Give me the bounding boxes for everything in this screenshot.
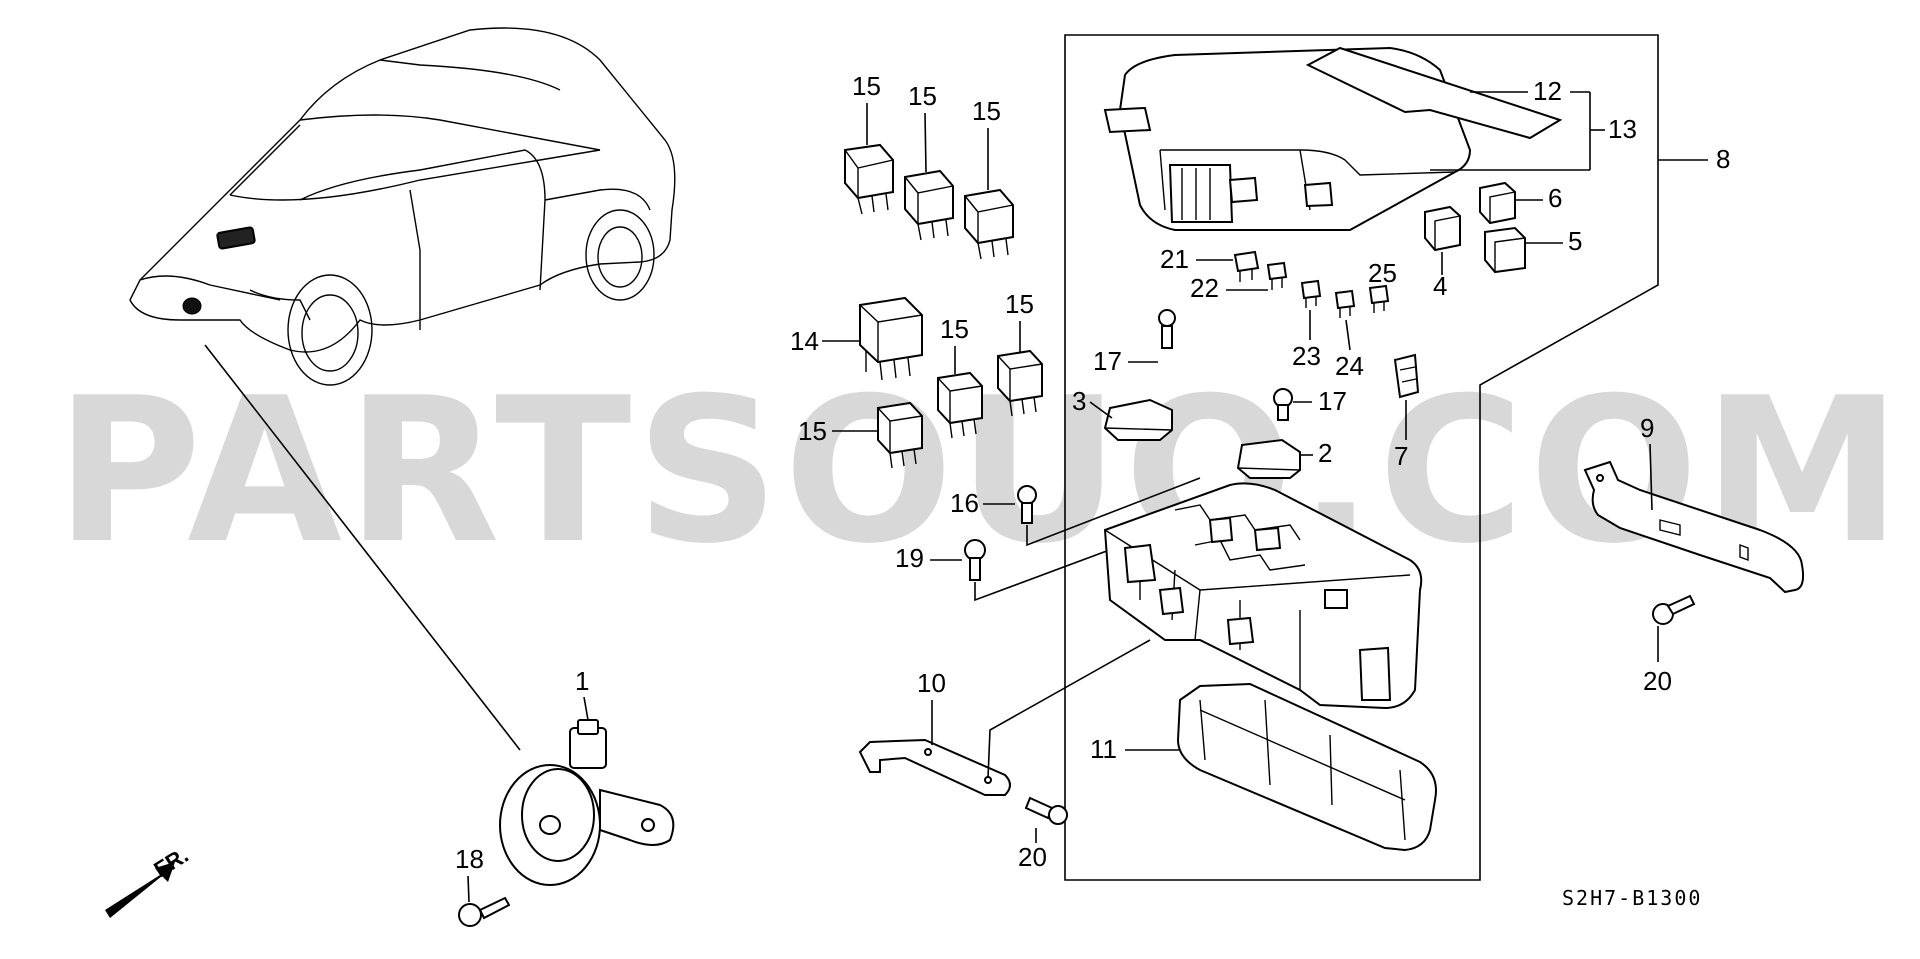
mini-relay-6 [1479, 181, 1516, 225]
callout-3: 3 [1072, 386, 1086, 416]
callout-19: 19 [895, 543, 924, 573]
callout-4: 4 [1433, 271, 1447, 301]
horn [499, 719, 675, 886]
callout-15-e: 15 [1005, 289, 1034, 319]
connector-7 [1393, 353, 1420, 399]
callout-18: 18 [455, 844, 484, 874]
diagram-code: S2H7-B1300 [1562, 886, 1702, 910]
callout-1: 1 [575, 666, 589, 696]
callout-8: 8 [1716, 144, 1730, 174]
callout-20-a: 20 [1018, 842, 1047, 872]
mini-relay-5 [1484, 226, 1526, 274]
callout-7: 7 [1394, 441, 1408, 471]
callout-11: 11 [1090, 734, 1117, 764]
bolt-19 [964, 539, 986, 581]
fuse-23 [1300, 279, 1322, 308]
fuse-25 [1368, 284, 1390, 313]
callout-17-a: 17 [1093, 346, 1122, 376]
relay-15-d [937, 371, 983, 439]
callout-5: 5 [1568, 226, 1582, 256]
fuse-box-lower-cover [1176, 682, 1437, 852]
callout-15-c: 15 [972, 96, 1001, 126]
bracket-3 [1103, 398, 1173, 441]
fuse-21 [1233, 250, 1260, 282]
bracket-9 [1583, 460, 1805, 594]
relay-15-e [997, 349, 1043, 417]
callout-21: 21 [1160, 244, 1189, 274]
bolt-17-b [1273, 388, 1293, 421]
bolt-20-b [1652, 594, 1696, 625]
callout-15-f: 15 [798, 416, 827, 446]
label-plate [1305, 46, 1563, 140]
front-indicator: FR. [149, 842, 192, 882]
bracket-10 [858, 738, 1011, 796]
bolt-18 [458, 896, 511, 927]
callout-2: 2 [1318, 438, 1332, 468]
relay-14 [859, 296, 923, 381]
callout-25: 25 [1368, 258, 1397, 288]
callout-16: 16 [950, 488, 979, 518]
relay-15-c [964, 188, 1014, 260]
callout-20-b: 20 [1643, 666, 1672, 696]
front-direction-arrow-icon [105, 862, 175, 918]
relay-15-a [844, 143, 894, 215]
callout-15-a: 15 [852, 71, 881, 101]
callout-12: 12 [1533, 76, 1562, 106]
callout-9: 9 [1640, 413, 1654, 443]
callout-14: 14 [790, 326, 819, 356]
callout-15-b: 15 [908, 81, 937, 111]
callout-13: 13 [1608, 114, 1637, 144]
bolt-20-a [1024, 796, 1068, 825]
bracket-2 [1236, 438, 1301, 479]
callout-17-b: 17 [1318, 386, 1347, 416]
fuse-box-assembly-boundary [1064, 34, 1659, 881]
callout-15-d: 15 [940, 314, 969, 344]
horn-leader-line [204, 344, 521, 751]
callout-24: 24 [1335, 351, 1364, 381]
fuse-22 [1266, 261, 1288, 290]
callout-23: 23 [1292, 341, 1321, 371]
bolt-17-a [1158, 309, 1176, 349]
relay-15-b [904, 169, 954, 241]
fuse-24 [1334, 289, 1356, 318]
relay-15-f [877, 401, 923, 469]
bolt-16 [1017, 485, 1037, 524]
mini-relay-4 [1424, 205, 1461, 252]
callout-22: 22 [1190, 273, 1219, 303]
fuse-box-body [1103, 482, 1423, 710]
callout-10: 10 [917, 668, 946, 698]
vehicle-outline [129, 27, 676, 386]
callout-6: 6 [1548, 183, 1562, 213]
